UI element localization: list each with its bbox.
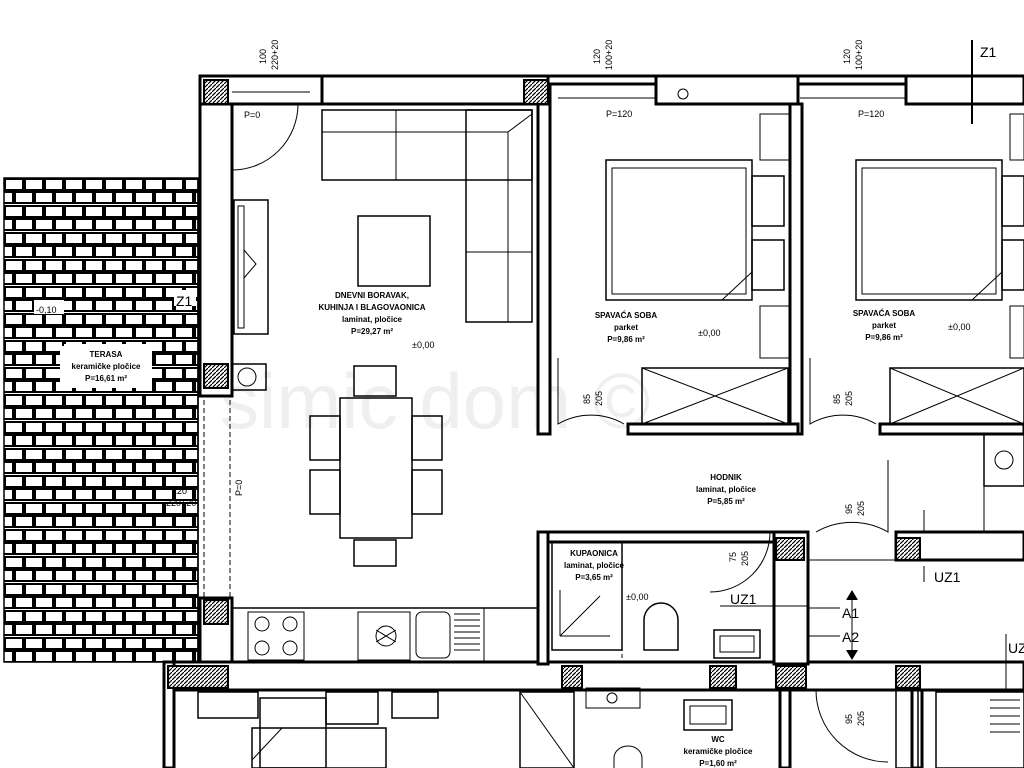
room-hall-l2: laminat, pločice	[696, 485, 757, 494]
dim-top-left-b: 220+20	[270, 40, 280, 70]
dim-door-bed1-b: 205	[594, 391, 604, 406]
dim-top-left-a: 100	[258, 49, 268, 64]
room-bedroom2-l1: SPAVAĆA SOBA	[853, 309, 916, 318]
columns	[167, 79, 921, 689]
room-terrace-l3: P=16,61 m²	[85, 374, 127, 383]
section-uz1-right: UZ1	[934, 569, 961, 585]
living-furniture	[231, 109, 539, 663]
room-living-l4: P=29,27 m²	[351, 327, 393, 336]
parapet-terrace: P=0	[234, 480, 244, 496]
doors	[231, 103, 889, 763]
level-labels: P=0 P=120 P=120 P=0 -0,10 ±0,00 ±0,00 ±0…	[36, 109, 970, 602]
axis-a1: A1	[842, 605, 859, 621]
dim-terrace-a: 220	[172, 486, 187, 496]
room-hall-l1: HODNIK	[710, 473, 742, 482]
level-bedroom1: ±0,00	[698, 328, 720, 338]
parapet-bedroom2: P=120	[858, 109, 884, 119]
level-storage: ±0,00	[626, 592, 648, 602]
bedroom-1-furniture	[605, 113, 791, 425]
dim-door-kitchen-b: 205	[740, 551, 750, 566]
parapet-bedroom1: P=120	[606, 109, 632, 119]
windows	[558, 74, 906, 106]
room-living-l2: KUHINJA I BLAGOVAONICA	[318, 303, 425, 312]
room-bedroom2-l3: P=9,86 m²	[865, 333, 903, 342]
room-wc-l1: WC	[711, 735, 725, 744]
room-terrace-l2: keramičke pločice	[72, 362, 141, 371]
dim-top-right-a: 120	[842, 49, 852, 64]
room-labels: DNEVNI BORAVAK, KUHINJA I BLAGOVAONICA l…	[60, 291, 915, 768]
dim-door-lower-a: 95	[844, 714, 854, 724]
room-bedroom1-l3: P=9,86 m²	[607, 335, 645, 344]
bedroom-2-furniture	[855, 113, 1024, 425]
dim-top-right-b: 100+20	[854, 40, 864, 70]
axis-a2: A2	[842, 629, 859, 645]
dim-door-kitchen-a: 75	[728, 552, 738, 562]
room-living-l3: laminat, pločice	[342, 315, 403, 324]
dimension-labels: 100 220+20 120 100+20 120 100+20 220 220…	[166, 40, 866, 726]
level-bedroom2: ±0,00	[948, 322, 970, 332]
lower-rooms	[197, 687, 1024, 768]
section-z1-top: Z1	[980, 44, 997, 60]
room-hall-l3: P=5,85 m²	[707, 497, 745, 506]
dim-door-bed2-a: 85	[832, 394, 842, 404]
dim-top-mid-b: 100+20	[604, 40, 614, 70]
section-z1-left: Z1	[176, 293, 193, 309]
level-living: ±0,00	[412, 340, 434, 350]
dim-door-hall-b: 205	[856, 501, 866, 516]
room-storage-l3: P=3,65 m²	[575, 573, 613, 582]
room-bedroom1-l1: SPAVAĆA SOBA	[595, 311, 658, 320]
room-storage-l1: KUPAONICA	[570, 549, 618, 558]
bath-fixtures	[551, 433, 1024, 662]
room-wc-l2: keramičke pločice	[684, 747, 753, 756]
room-terrace-l1: TERASA	[90, 350, 123, 359]
room-bedroom1-l2: parket	[614, 323, 638, 332]
parapet-living: P=0	[244, 110, 260, 120]
dim-door-hall-a: 95	[844, 504, 854, 514]
dim-door-bed1-a: 85	[582, 394, 592, 404]
level-terrace: -0,10	[36, 305, 57, 315]
room-living-l1: DNEVNI BORAVAK,	[335, 291, 409, 300]
section-uz1-mid: UZ1	[730, 591, 757, 607]
room-wc-l3: P=1,60 m²	[699, 759, 737, 768]
terrace	[3, 177, 231, 663]
dim-top-mid-a: 120	[592, 49, 602, 64]
dim-terrace-b: 220+20	[166, 498, 196, 508]
section-markers: Z1 Z1 UZ1 UZ1 A1 A2 UZ	[164, 40, 1024, 690]
watermark-text: simic dom ©	[220, 357, 650, 445]
room-bedroom2-l2: parket	[872, 321, 896, 330]
dim-door-lower-b: 205	[856, 711, 866, 726]
dim-door-bed2-b: 205	[844, 391, 854, 406]
room-storage-l2: laminat, pločice	[564, 561, 625, 570]
section-uz-edge: UZ	[1008, 640, 1024, 656]
